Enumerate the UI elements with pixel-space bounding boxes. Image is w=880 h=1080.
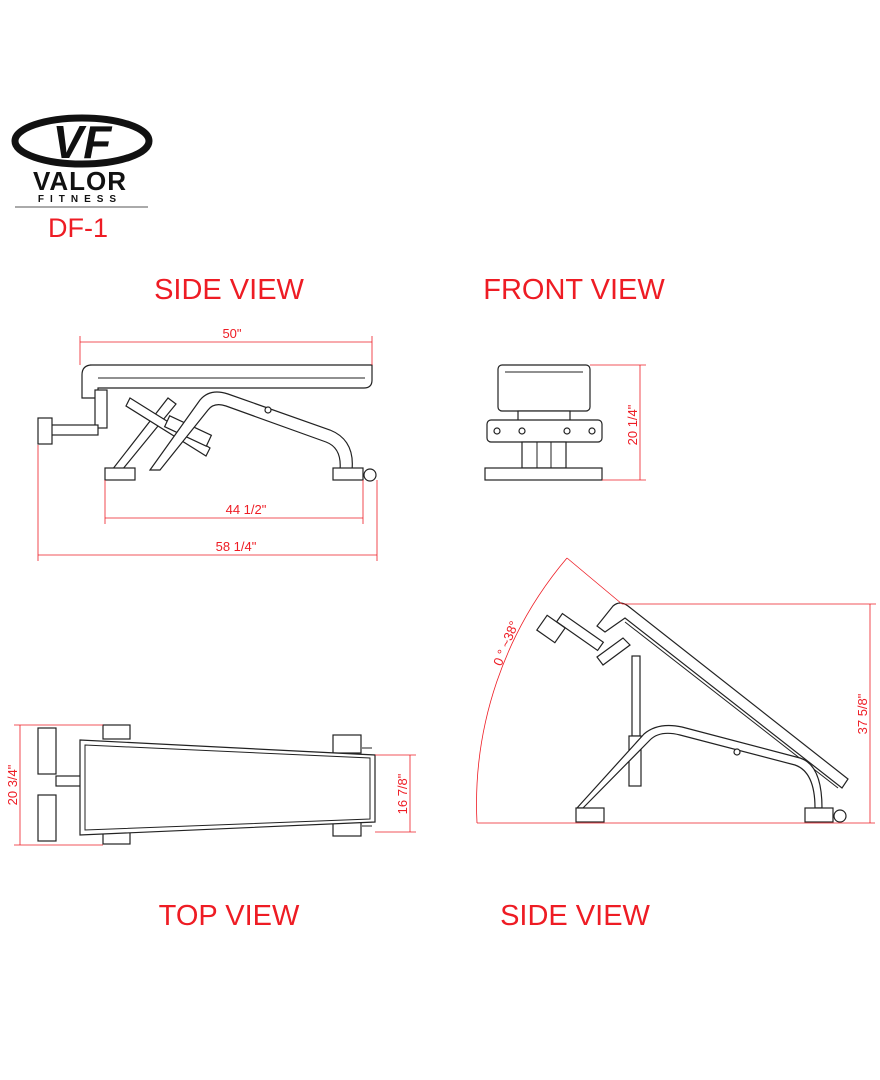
logo-brand: VALOR bbox=[33, 166, 127, 196]
incline-view-drawing bbox=[535, 602, 849, 823]
logo-monogram: VF bbox=[53, 116, 114, 168]
front-view-drawing bbox=[484, 364, 603, 481]
side-view-title: SIDE VIEW bbox=[154, 274, 304, 306]
dim-overall-length: 58 1/4" bbox=[216, 539, 257, 554]
side-view-drawing bbox=[37, 364, 377, 482]
valor-fitness-logo: VF VALOR FITNESS bbox=[11, 114, 153, 208]
dim-pad-length: 50" bbox=[222, 326, 241, 341]
front-view-title: FRONT VIEW bbox=[483, 274, 665, 306]
dim-foot-span: 44 1/2" bbox=[226, 502, 267, 517]
top-view-dimensions: 20 3/4" 16 7/8" bbox=[5, 724, 416, 846]
incline-side-view-title: SIDE VIEW bbox=[500, 900, 650, 932]
model-name: DF-1 bbox=[48, 213, 108, 243]
dim-front-height: 20 1/4" bbox=[625, 404, 640, 445]
top-view-title: TOP VIEW bbox=[159, 900, 300, 932]
front-view-dimensions: 20 1/4" bbox=[590, 364, 646, 481]
dim-top-front-width: 16 7/8" bbox=[395, 773, 410, 814]
dim-top-rear-width: 20 3/4" bbox=[5, 764, 20, 805]
dim-incline-height: 37 5/8" bbox=[855, 693, 870, 734]
top-view-drawing bbox=[37, 724, 376, 845]
logo-sub: FITNESS bbox=[38, 194, 122, 205]
dim-incline-angle: 0 ° ~38° bbox=[490, 619, 521, 668]
side-view-dimensions: 50" 44 1/2" 58 1/4" bbox=[37, 326, 378, 561]
